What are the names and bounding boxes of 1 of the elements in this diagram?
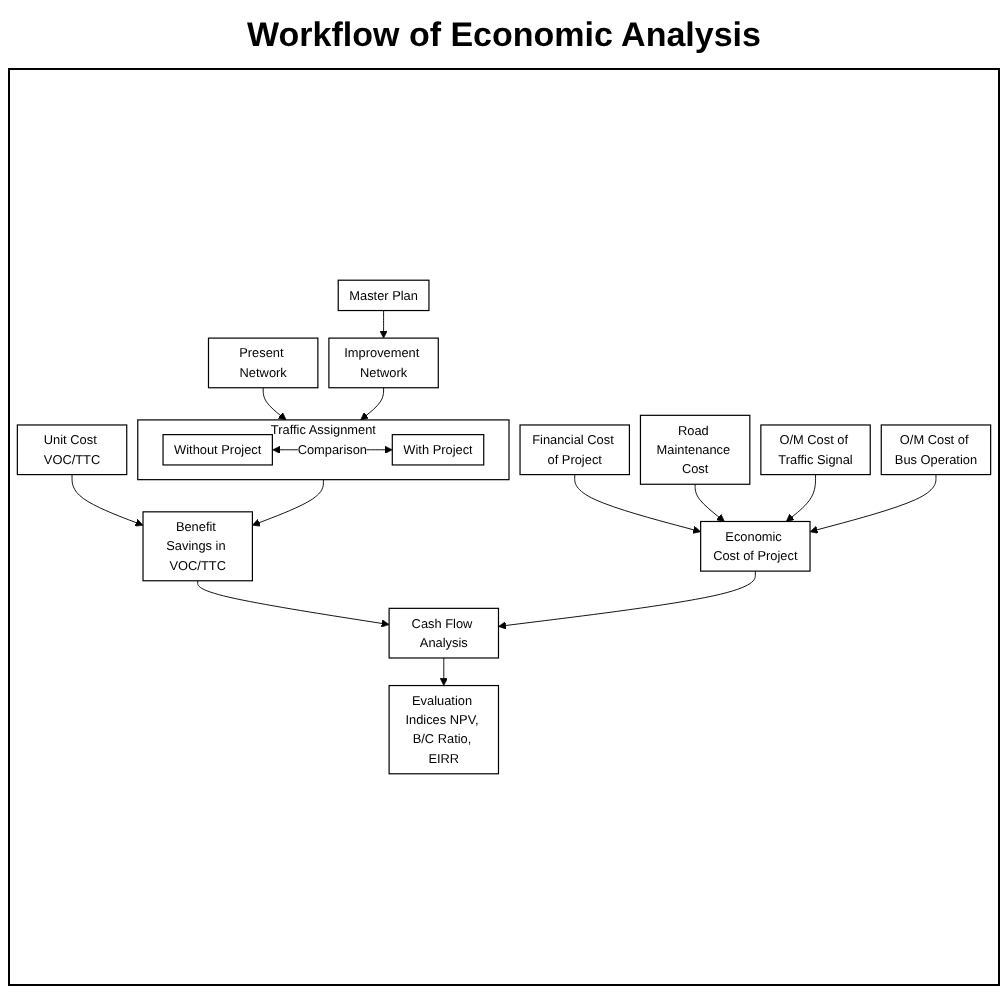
diagram-title: Workflow of Economic Analysis <box>247 16 761 56</box>
